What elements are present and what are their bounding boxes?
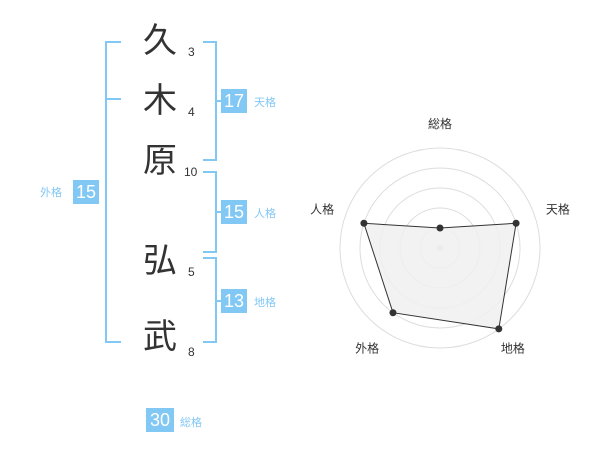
chikaku-value: 13 — [221, 289, 247, 313]
radar-point — [512, 219, 520, 227]
tenkaku-bracket-tick — [215, 100, 221, 102]
chikaku-bracket-tick — [215, 300, 221, 302]
jinkaku-bracket-tick — [215, 211, 221, 213]
kanji-4: 弘 — [143, 241, 177, 281]
stroke-count-4: 5 — [188, 265, 195, 279]
jinkaku-value: 15 — [221, 200, 247, 224]
kanji-1: 久 — [143, 21, 177, 61]
gaikaku-bracket-divider — [105, 98, 121, 100]
gaikaku-bracket — [105, 41, 121, 343]
stroke-count-2: 4 — [188, 105, 195, 119]
radar-ring — [359, 167, 521, 329]
gaikaku-value: 15 — [73, 180, 99, 204]
stroke-count-3: 10 — [184, 165, 198, 179]
radar-point — [495, 325, 503, 333]
radar-axis-label: 人格 — [310, 202, 334, 217]
kanji-3: 原 — [143, 141, 177, 181]
jinkaku-label: 人格 — [254, 207, 276, 220]
stroke-count-1: 3 — [188, 45, 195, 59]
soukaku-label: 総格 — [180, 416, 202, 429]
kanji-5: 武 — [143, 317, 177, 357]
radar-axis-label: 総格 — [428, 116, 452, 131]
gaikaku-label: 外格 — [40, 186, 62, 199]
radar-axis-label: 天格 — [546, 202, 570, 217]
radar-point — [360, 219, 368, 227]
tenkaku-value: 17 — [221, 89, 247, 113]
stroke-count-5: 8 — [188, 345, 195, 359]
radar-ring — [339, 147, 541, 349]
tenkaku-label: 天格 — [254, 96, 276, 109]
radar-axis-label: 地格 — [501, 340, 525, 355]
radar-axis-label: 外格 — [355, 340, 379, 355]
radar-point — [389, 309, 397, 317]
soukaku-value: 30 — [146, 408, 174, 432]
chikaku-label: 地格 — [254, 296, 276, 309]
radar-point — [436, 224, 444, 232]
kanji-2: 木 — [143, 81, 177, 121]
radar-area — [363, 222, 517, 330]
